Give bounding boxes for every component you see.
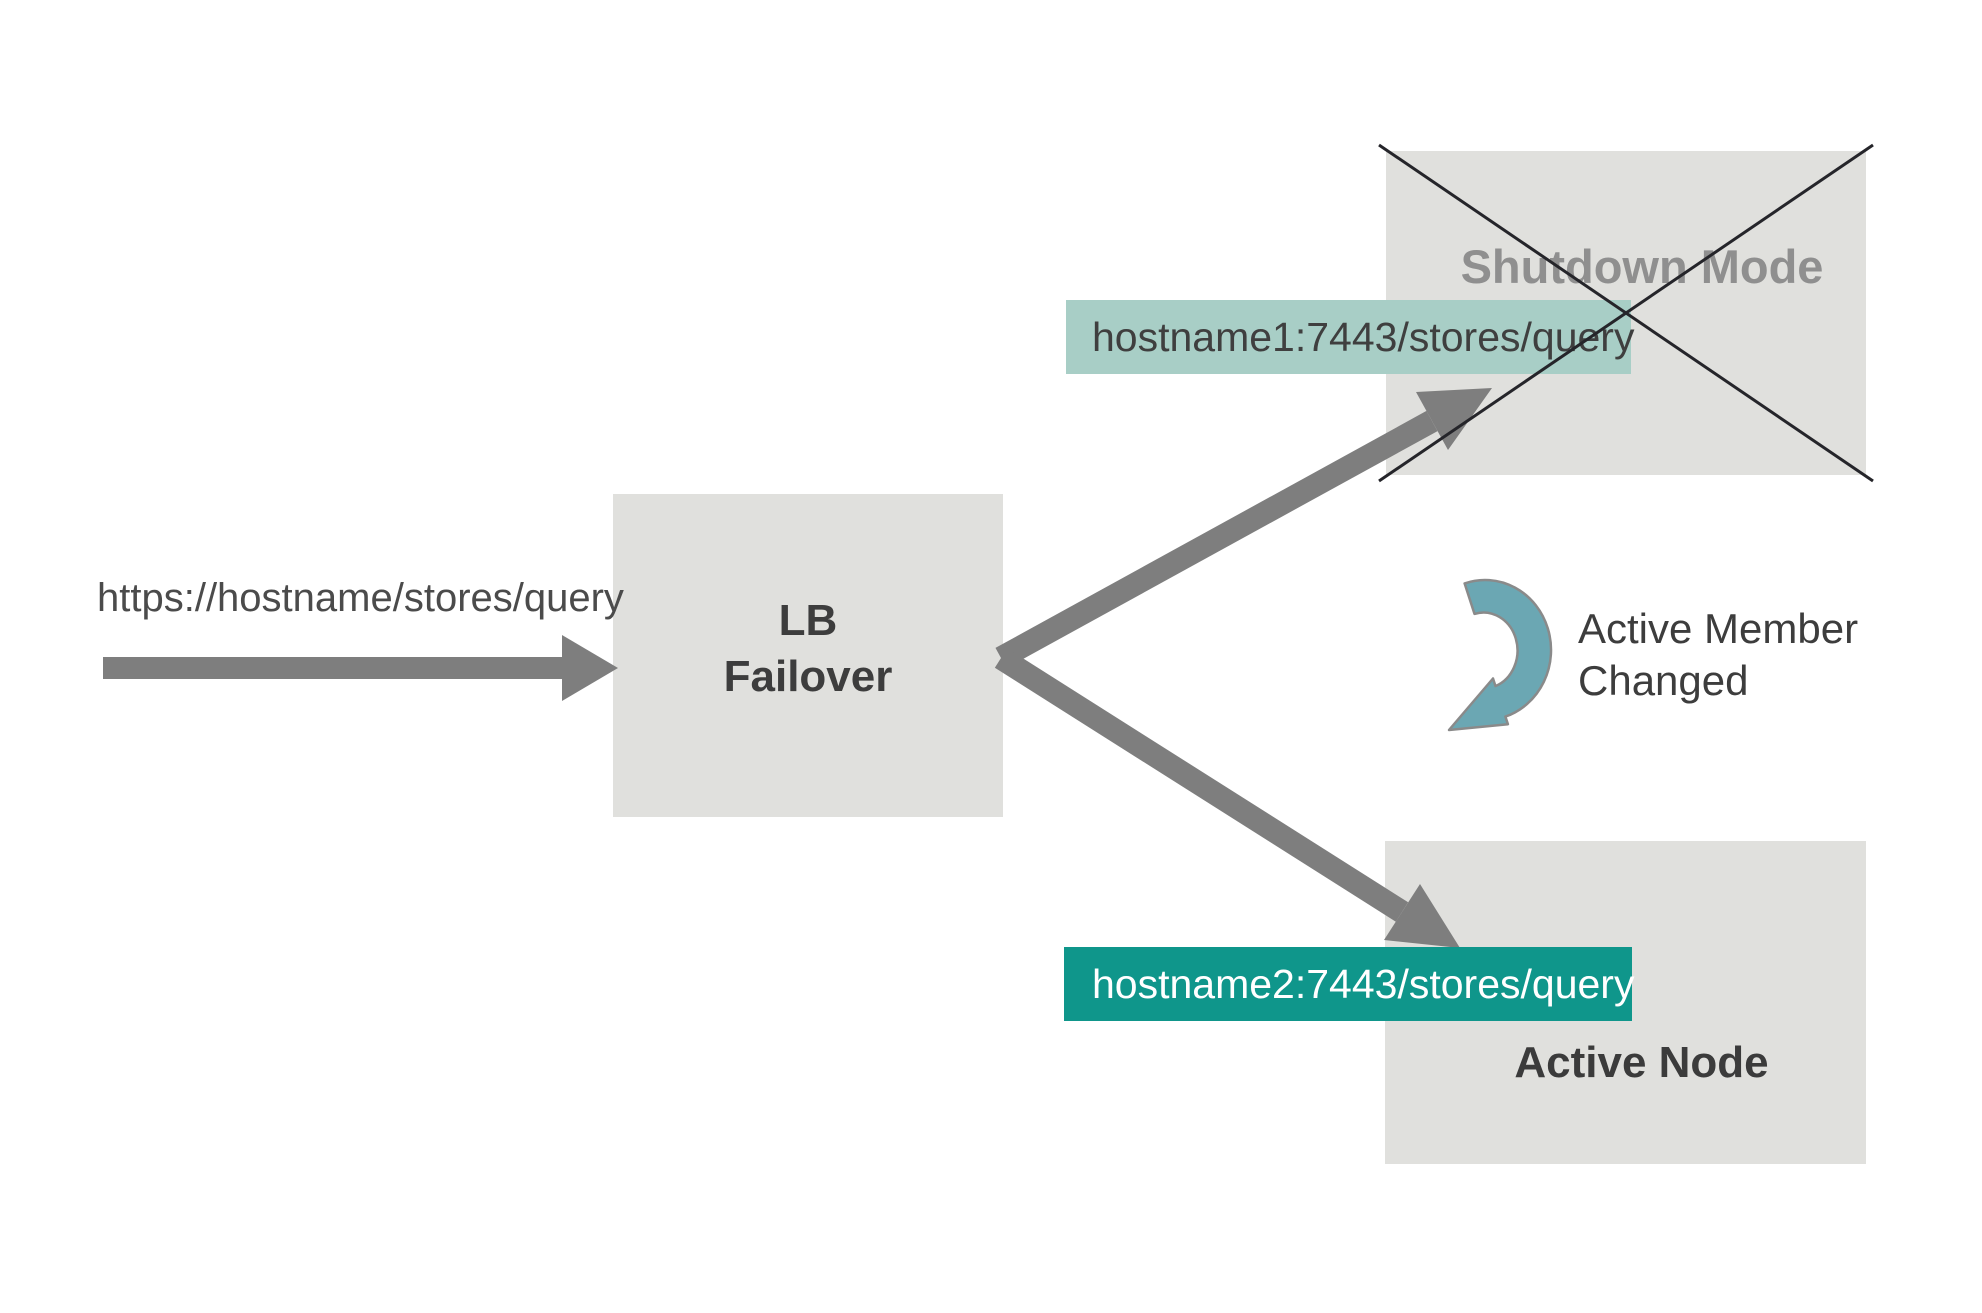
active-member-changed-arrow-icon — [1447, 578, 1553, 732]
load-balancer-box: LB Failover — [613, 494, 1003, 817]
active-member-changed-note: Active Member Changed — [1578, 603, 1858, 707]
active-member-changed-note-line1: Active Member — [1578, 605, 1859, 652]
arrow-to-active-head — [1384, 884, 1460, 948]
shutdown-node-url-badge: hostname1:7443/stores/query — [1066, 300, 1635, 374]
arrow-to-active-node — [994, 648, 1460, 948]
active-node-url-badge: hostname2:7443/stores/query — [1064, 947, 1635, 1021]
load-balancer-label-line1: LB — [778, 595, 838, 645]
request-arrow — [103, 635, 618, 701]
load-balancer-label-line2: Failover — [723, 651, 893, 701]
shutdown-node-url-text: hostname1:7443/stores/query — [1092, 313, 1635, 360]
active-node-url-text: hostname2:7443/stores/query — [1092, 960, 1635, 1007]
request-arrow-head — [562, 635, 618, 701]
active-node-title: Active Node — [1514, 1038, 1769, 1087]
arrow-to-shutdown-shaft — [995, 410, 1438, 669]
curved-arrow-shape — [1447, 578, 1553, 732]
active-member-changed-note-line2: Changed — [1578, 657, 1749, 704]
request-url-label: https://hostname/stores/query — [97, 576, 624, 620]
arrow-to-active-shaft — [994, 648, 1409, 922]
arrow-to-shutdown-node — [995, 388, 1492, 669]
load-balancer-label: LB Failover — [724, 593, 893, 705]
